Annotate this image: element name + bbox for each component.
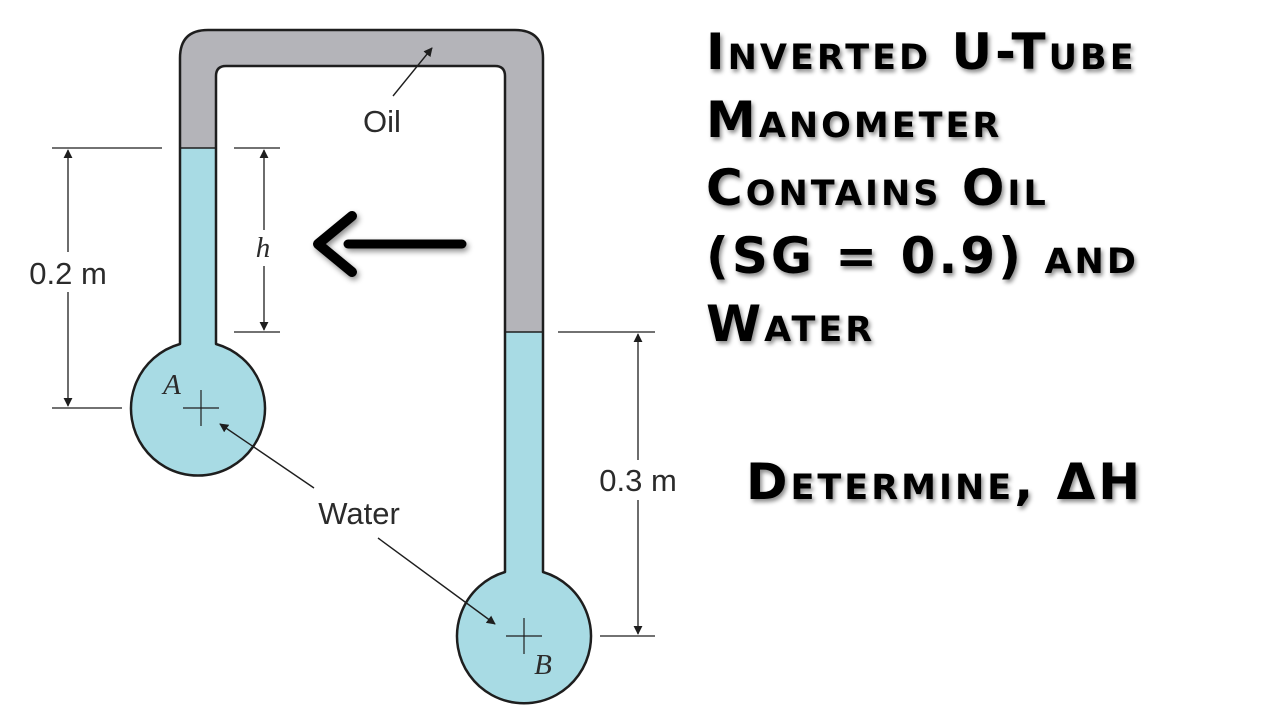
title-line: Water	[706, 295, 876, 353]
dim-label-left: 0.2 m	[29, 256, 107, 291]
title-line: Contains Oil	[706, 159, 1049, 217]
oil-label: Oil	[363, 104, 401, 139]
tube-outline	[129, 28, 593, 705]
title-line: Manometer	[706, 91, 1003, 149]
water-leader-a	[219, 423, 315, 489]
water-right-leg	[457, 332, 591, 704]
point-a-crosshair-icon	[183, 390, 219, 426]
title-line: (SG = 0.9) and	[706, 227, 1139, 285]
point-b-label: B	[534, 649, 552, 681]
problem-title: Inverted U-Tube Manometer Contains Oil (…	[706, 18, 1276, 358]
oil-leader-arrow	[392, 47, 433, 97]
dim-label-h: h	[256, 232, 271, 264]
title-line: Inverted U-Tube	[706, 23, 1137, 81]
water-left-leg	[131, 148, 265, 476]
left-arrow-icon	[313, 211, 467, 277]
point-a-label: A	[161, 369, 181, 401]
water-leader-b	[377, 537, 496, 625]
oil-column	[180, 30, 543, 332]
question-text: Determine, ΔH	[746, 453, 1144, 511]
water-label: Water	[318, 496, 400, 531]
dim-label-right: 0.3 m	[599, 463, 677, 498]
point-b-crosshair-icon	[506, 618, 542, 654]
